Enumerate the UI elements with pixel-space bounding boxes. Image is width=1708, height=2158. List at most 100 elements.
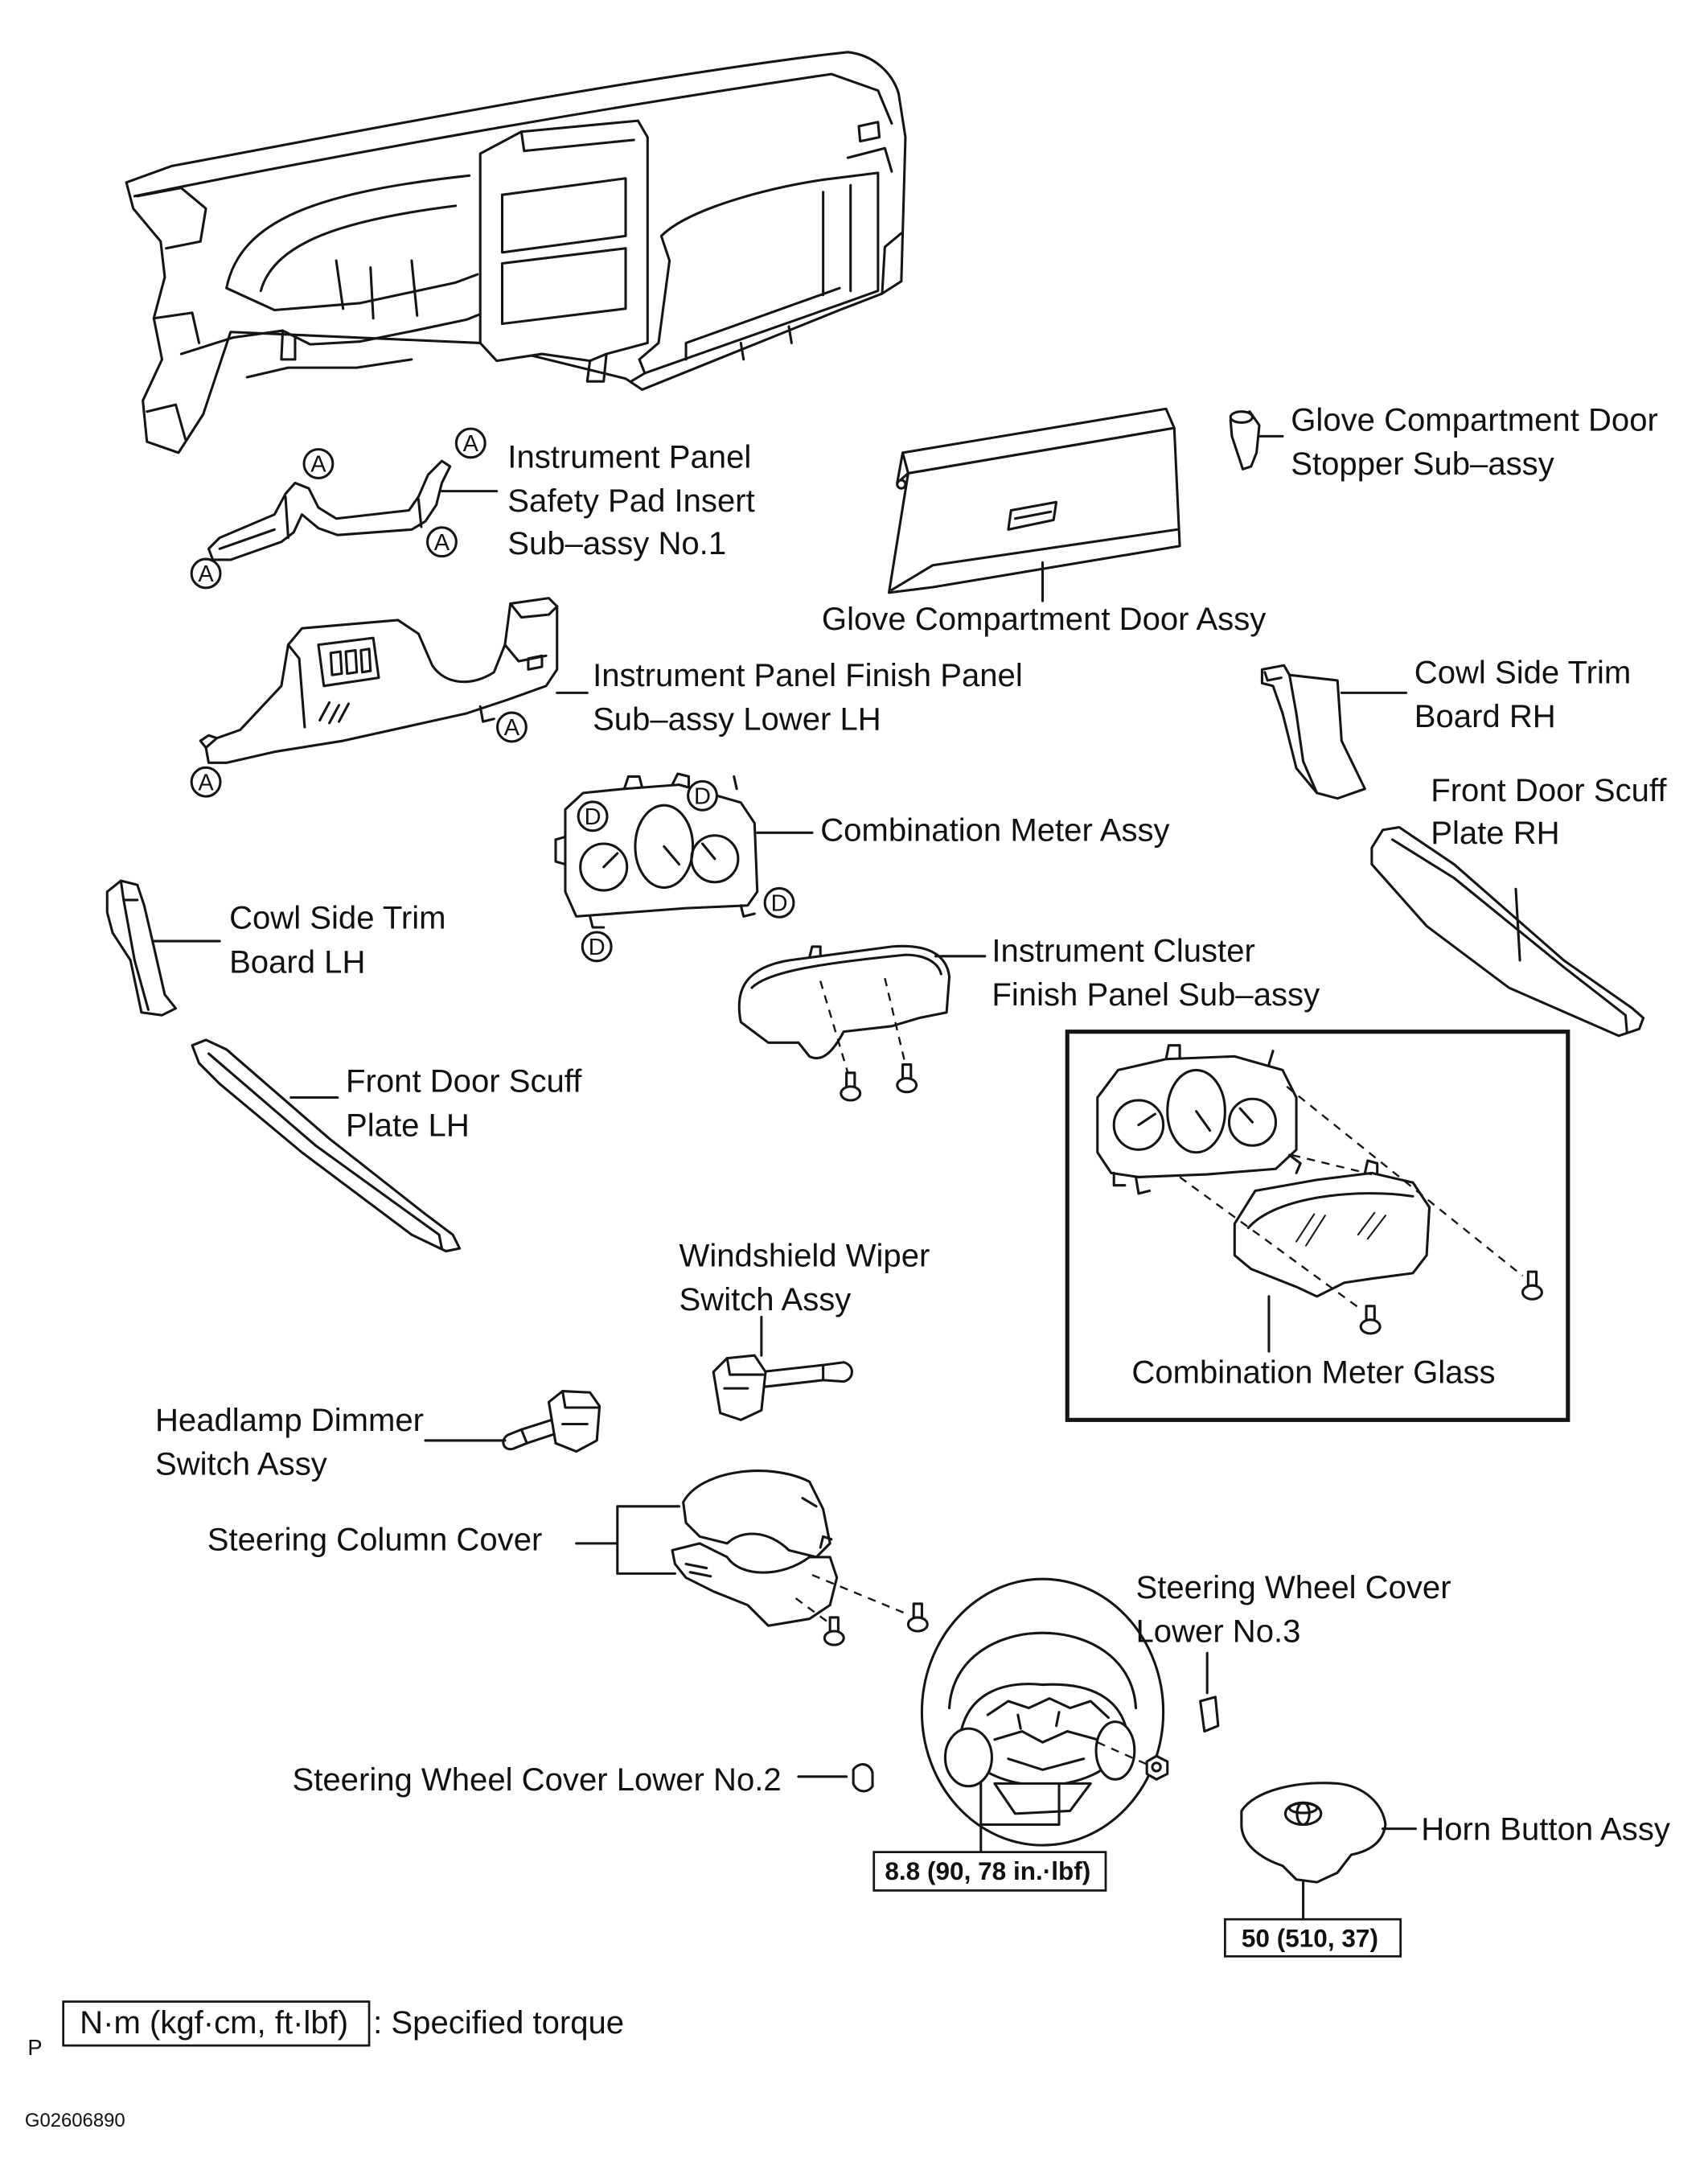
steering-wheel-drawing [920,1577,1165,1854]
toyota-emblem-icon [1283,1801,1323,1827]
combination-meter-detail [554,772,756,929]
headlamp-switch-drawing [424,1390,601,1453]
marker-a: A [426,526,458,558]
finish-panel-detail [199,602,559,750]
torque-box-steering-wheel: 8.8 (90, 78 in.·lbf) [872,1851,1107,1892]
finish-panel-body [204,597,559,764]
marker-circle [763,886,795,919]
marker-a: A [190,557,222,590]
label-finish-panel-line2: Sub–assy Lower LH [593,701,881,737]
marker-letter: A [463,431,479,457]
steering-column-cover-drawing [575,1469,906,1627]
marker-letter: D [694,784,711,810]
dashboard-cluster-hood [179,174,482,379]
column-cover-bracket [575,1505,681,1575]
cowl-side-trim-rh-edge [1263,671,1319,795]
combination-meter-right-gauge [690,834,740,884]
wheel-cover-no3-drawing [1199,1651,1220,1733]
cowl-side-trim-rh-body [1260,664,1366,800]
dashboard-center-stack [478,119,649,363]
wheel-cover-no2-drawing [797,1763,874,1793]
marker-a: A [190,766,222,798]
label-glove-door: Glove Compartment Door Assy [822,602,1266,637]
marker-letter: A [198,561,214,587]
meter-glass-detail-frame [1065,1030,1570,1422]
label-meter-glass: Combination Meter Glass [1131,1354,1495,1390]
label-cluster-finish-panel-line2: Finish Panel Sub–assy [992,977,1320,1013]
screw [840,1071,862,1102]
label-wheel-cover-no3-line2: Lower No.3 [1136,1614,1301,1650]
legend-description: : Specified torque [373,2005,624,2041]
marker-letter: D [585,804,601,830]
front-door-scuff-lh-drawing [191,1038,462,1253]
nut-hole [1151,1761,1162,1773]
label-front-door-scuff-rh-line2: Plate RH [1431,816,1559,851]
meter-detail-center-gauge [1166,1068,1226,1154]
marker-circle [426,526,458,558]
marker-circle [577,800,609,832]
screw [1521,1270,1543,1301]
headlamp-switch-stalk [502,1418,557,1451]
marker-d: D [581,931,613,963]
label-glove-door-stopper-line2: Stopper Sub–assy [1291,446,1554,482]
marker-d: D [687,779,718,812]
marker-letter: D [589,935,606,960]
dashboard-right-end [846,121,903,295]
safety-pad-insert-detail [218,495,423,550]
wiper-switch-detail [723,1357,825,1390]
finish-panel-switches [329,647,372,676]
marker-letter: A [504,715,520,741]
marker-letter: A [310,452,326,478]
column-cover-upper [682,1469,831,1559]
leader-line [1514,887,1521,962]
glove-door-handle-detail [1013,510,1053,520]
label-combination-meter: Combination Meter Assy [820,813,1169,849]
cowl-side-trim-rh-drawing [1260,664,1408,800]
meter-detail-right-gauge [1227,1097,1278,1147]
screw-head [823,1630,845,1646]
steering-wheel-inner-rim [948,1631,1138,1710]
label-safety-pad-insert-line3: Sub–assy No.1 [507,526,726,561]
column-cover-detail [684,1497,833,1578]
glove-door-stopper-cap [1229,410,1254,424]
combination-meter-drawing [554,772,814,929]
torque-value-steering-wheel: 8.8 (90, 78 in.·lbf) [885,1856,1090,1885]
marker-a: A [302,448,335,479]
headlamp-switch-body [547,1390,601,1453]
front-door-scuff-lh-body [191,1038,462,1253]
label-front-door-scuff-lh-line1: Front Door Scuff [346,1064,582,1100]
glove-door-hinge [896,479,907,490]
screw [896,1063,918,1094]
marker-d: D [763,886,795,919]
steering-wheel-hub-detail [986,1697,1110,1771]
instrument-panel-drawing [125,51,907,454]
cowl-side-trim-lh-body [105,879,178,1017]
screw-head [1521,1284,1543,1301]
wheel-cover-no3-body [1199,1696,1220,1733]
label-horn-button: Horn Button Assy [1421,1811,1670,1847]
glove-compartment-door-drawing [887,407,1181,602]
meter-glass-reflection [1295,1211,1386,1247]
torque-box-horn-button: 50 (510, 37) [1224,1918,1402,1958]
safety-pad-insert-body [207,459,452,561]
nut-hex [1145,1754,1169,1781]
front-door-scuff-rh-edge [1390,838,1628,1034]
screw [823,1616,845,1646]
cowl-side-trim-lh-edge [119,879,150,1011]
meter-glass-detail [1246,1159,1414,1230]
torque-value-horn-button: 50 (510, 37) [1242,1923,1378,1952]
front-door-scuff-rh-drawing [1370,825,1645,1038]
label-cowl-side-trim-lh-line1: Cowl Side Trim [229,901,445,936]
column-cover-lower [671,1542,839,1627]
combination-meter-left-gauge [579,842,629,892]
horn-button-drawing [1240,1782,1418,1920]
meter-detail-left-gauge [1112,1099,1165,1151]
meter-detail-drawing [1096,1044,1524,1353]
fastener-guide-line [794,1573,906,1623]
marker-circle [454,427,487,459]
wiper-switch-stalk [760,1361,853,1388]
marker-letter: D [771,891,788,917]
legend-unit-box [62,2000,371,2047]
screw-head [1359,1318,1382,1335]
